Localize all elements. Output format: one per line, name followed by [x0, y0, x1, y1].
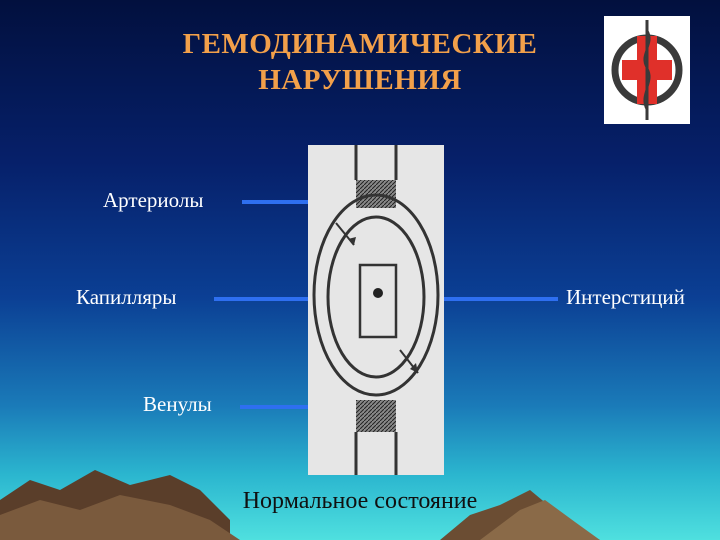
medical-cross-emblem-icon	[611, 20, 683, 120]
arrow-interstitium	[412, 291, 558, 307]
slide-title: ГЕМОДИНАМИЧЕСКИЕ НАРУШЕНИЯ	[140, 26, 580, 98]
label-capillaries: Капилляры	[76, 285, 177, 309]
label-interstitium: Интерстиций	[566, 285, 685, 309]
logo-emblem	[604, 16, 690, 124]
arrow-capillaries	[214, 291, 330, 307]
title-line-2: НАРУШЕНИЯ	[258, 64, 462, 96]
microcirculation-drawing	[308, 145, 444, 475]
mountains-decoration	[0, 470, 600, 540]
label-venules: Венулы	[143, 392, 212, 416]
label-arterioles: Артериолы	[103, 188, 204, 212]
diagram-caption: Нормальное состояние	[242, 488, 478, 514]
microcirculation-diagram	[308, 145, 444, 475]
title-line-1: ГЕМОДИНАМИЧЕСКИЕ	[182, 28, 538, 60]
